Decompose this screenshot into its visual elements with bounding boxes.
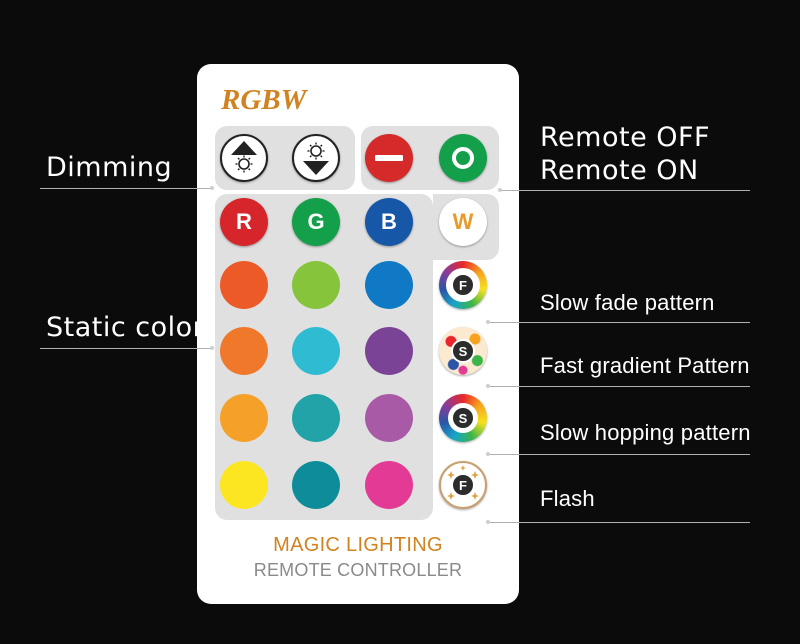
slow-fade-leader-line	[488, 322, 750, 323]
brightness-down-icon	[303, 142, 329, 175]
brightness-up-button[interactable]	[220, 134, 268, 182]
static-color-leader-line	[40, 348, 212, 349]
green-channel-label: G	[307, 209, 325, 234]
gradient-mode-icon: S	[451, 339, 475, 363]
hop-button[interactable]: S	[439, 394, 487, 442]
red-channel-button[interactable]: R	[220, 198, 268, 246]
color-button-teal[interactable]	[292, 394, 340, 442]
footer-subtitle: REMOTE CONTROLLER	[253, 560, 463, 580]
on-button[interactable]	[439, 134, 487, 182]
slow-hopping-callout: Slow hopping pattern	[540, 420, 751, 445]
flash-callout: Flash	[540, 486, 595, 511]
dimming-callout: Dimming	[46, 152, 173, 183]
slow-hopping-leader-dot	[486, 452, 490, 456]
fade-mode-icon: F	[451, 273, 475, 297]
color-button-orange[interactable]	[220, 327, 268, 375]
footer-brand: MAGIC LIGHTING	[273, 534, 443, 556]
color-button-magenta[interactable]	[365, 461, 413, 509]
color-button-azure[interactable]	[365, 261, 413, 309]
slow-hopping-leader-line	[488, 454, 750, 455]
color-button-dark-teal[interactable]	[292, 461, 340, 509]
remote-leader-dot	[498, 188, 502, 192]
color-button-yellow[interactable]	[220, 461, 268, 509]
brand-logo: RGBW	[221, 84, 307, 116]
green-channel-button[interactable]: G	[292, 198, 340, 246]
blue-channel-button[interactable]: B	[365, 198, 413, 246]
remote-off-callout: Remote OFF	[540, 122, 711, 153]
power-off-icon	[375, 155, 403, 161]
fade-button[interactable]: F	[439, 261, 487, 309]
static-color-callout: Static color	[46, 312, 205, 343]
brightness-up-icon	[231, 141, 257, 173]
fast-gradient-leader-dot	[486, 384, 490, 388]
color-button-amber[interactable]	[220, 394, 268, 442]
color-button-cyan[interactable]	[292, 327, 340, 375]
blue-channel-label: B	[381, 209, 397, 234]
remote-controller: RGBW	[197, 64, 519, 604]
color-button-lime[interactable]	[292, 261, 340, 309]
remote-leader-line	[500, 190, 750, 191]
power-on-icon	[452, 147, 474, 169]
dimming-leader-line	[40, 188, 212, 189]
white-channel-label: W	[452, 209, 474, 234]
white-channel-button[interactable]: W	[439, 198, 487, 246]
red-channel-label: R	[236, 209, 252, 234]
fast-gradient-callout: Fast gradient Pattern	[540, 353, 750, 378]
hop-mode-icon: S	[451, 406, 475, 430]
fast-gradient-leader-line	[488, 386, 750, 387]
flash-leader-line	[488, 522, 750, 523]
slow-fade-leader-dot	[486, 320, 490, 324]
color-button-purple[interactable]	[365, 327, 413, 375]
color-button-orange-red[interactable]	[220, 261, 268, 309]
brightness-down-button[interactable]	[292, 134, 340, 182]
static-color-leader-dot	[210, 346, 214, 350]
color-button-violet[interactable]	[365, 394, 413, 442]
flash-button[interactable]: F	[439, 461, 487, 509]
flash-mode-icon: F	[451, 473, 475, 497]
remote-on-callout: Remote ON	[540, 155, 699, 186]
slow-fade-callout: Slow fade pattern	[540, 290, 715, 315]
sparkle-icon	[447, 465, 479, 500]
off-button[interactable]	[365, 134, 413, 182]
flash-leader-dot	[486, 520, 490, 524]
gradient-button[interactable]: S	[439, 327, 487, 375]
dimming-leader-dot	[210, 186, 214, 190]
